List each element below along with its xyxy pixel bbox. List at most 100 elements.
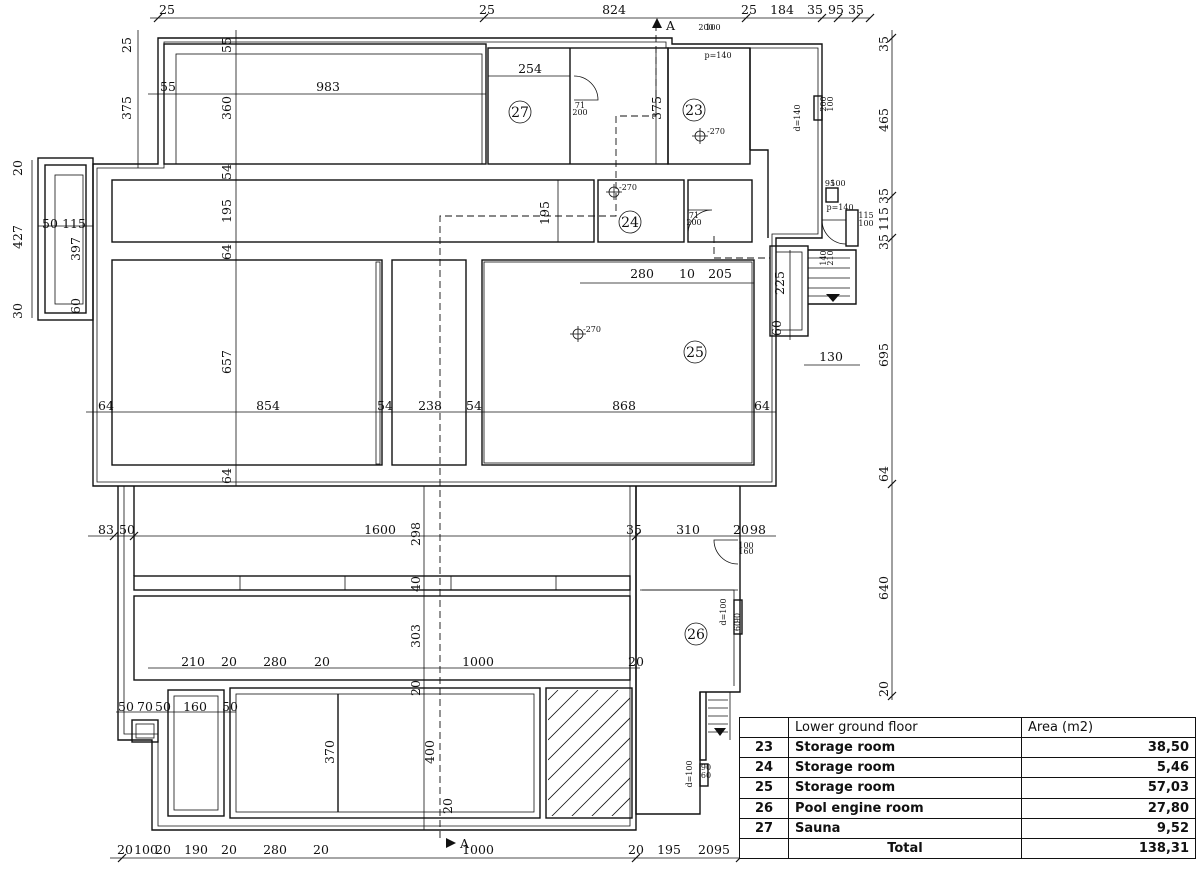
room-number-label: 25	[686, 345, 704, 361]
note-label: 210	[826, 250, 835, 265]
dimension-label: 60	[769, 320, 784, 336]
table-header-row: Lower ground floor Area (m2)	[739, 716, 1196, 739]
total-area: 138,31	[1021, 837, 1196, 860]
dimension-label: 10	[679, 266, 695, 281]
level-labels: -270 -270 -270	[583, 127, 725, 334]
dimension-label: 50	[155, 699, 171, 714]
dimension-label: 370	[322, 740, 337, 764]
dimension-label: 195	[537, 201, 552, 225]
room-number-label: 27	[511, 105, 529, 121]
note-label: d=140	[793, 104, 802, 131]
dimension-label: 100	[134, 842, 158, 857]
table-row: 27 Sauna 9,52	[739, 817, 1196, 839]
section-mark-top: A	[665, 18, 676, 33]
room-area: 5,46	[1021, 757, 1196, 779]
dimension-label: 1600	[364, 522, 396, 537]
dimension-label: 50	[118, 699, 134, 714]
note-label: 200	[698, 23, 713, 32]
dimension-label: 50	[222, 699, 238, 714]
note-label: 90	[701, 763, 711, 772]
dimension-label: 205	[708, 266, 732, 281]
dimension-label: 98	[750, 522, 766, 537]
dimension-label: 60	[68, 298, 83, 314]
dimension-label: 868	[612, 398, 636, 413]
table-header-area: Area (m2)	[1021, 716, 1196, 739]
dimension-label: 280	[263, 842, 287, 857]
note-label: d=100	[719, 598, 728, 625]
dimension-label: 35	[876, 36, 891, 52]
dimension-label: 303	[408, 624, 423, 648]
dimension-label: 20	[155, 842, 171, 857]
note-label: 71	[575, 101, 585, 110]
level-mark-label: -270	[619, 183, 637, 192]
dimension-label: 657	[219, 350, 234, 374]
dimension-label: 130	[819, 349, 843, 364]
dimension-label: 70	[137, 699, 153, 714]
note-label: 95	[825, 179, 835, 188]
dimension-label: 64	[754, 398, 770, 413]
level-mark-label: -270	[707, 127, 725, 136]
dimension-ticks	[109, 13, 897, 863]
table-total-row: Total 138,31	[739, 837, 1196, 860]
dimension-label: 20	[10, 160, 25, 176]
dimension-label: 310	[676, 522, 700, 537]
room-number: 24	[739, 757, 789, 779]
dimension-label: 20	[440, 798, 455, 814]
note-label: 200	[572, 108, 587, 117]
dimension-label: 824	[602, 2, 626, 17]
note-label: 100	[826, 96, 835, 111]
dimension-label: 64	[219, 468, 234, 484]
room-number-label: 23	[685, 103, 703, 119]
dimension-label: 20	[628, 842, 644, 857]
note-label: p=140	[704, 51, 731, 60]
table-header-level: Lower ground floor	[788, 716, 1022, 739]
dimension-label: 20	[698, 842, 714, 857]
note-label: 115	[858, 211, 873, 220]
room-area: 9,52	[1021, 817, 1196, 839]
dimension-lines	[31, 17, 893, 859]
note-label: 60	[733, 621, 742, 631]
dimension-label: 35	[807, 2, 823, 17]
dimension-label: 983	[316, 79, 340, 94]
table-row: 25 Storage room 57,03	[739, 777, 1196, 799]
dimension-label: 160	[183, 699, 207, 714]
dimension-label: 1000	[462, 842, 494, 857]
room-name: Storage room	[788, 757, 1022, 779]
dimension-label: 195	[657, 842, 681, 857]
dimension-label: 400	[422, 740, 437, 764]
dimension-label: 190	[184, 842, 208, 857]
room-area: 57,03	[1021, 777, 1196, 799]
dimension-label: 1000	[462, 654, 494, 669]
dimension-label: 280	[263, 654, 287, 669]
room-area: 27,80	[1021, 797, 1196, 819]
level-mark-label: -270	[583, 325, 601, 334]
room-number: 27	[739, 817, 789, 839]
small-notes: p=140p=140200100712007120095100115100d=1…	[572, 23, 873, 788]
dimension-label: 25	[119, 37, 134, 53]
note-label: 200	[819, 96, 828, 111]
dimension-label: 397	[68, 237, 83, 261]
dimension-label: 375	[119, 96, 134, 120]
dimension-label: 30	[10, 303, 25, 319]
dimension-label: 20	[733, 522, 749, 537]
dimension-label: 35	[876, 188, 891, 204]
dimension-label: 20	[408, 680, 423, 696]
dimension-label: 280	[630, 266, 654, 281]
dimension-label: 20	[221, 654, 237, 669]
note-label: 140	[819, 250, 828, 265]
note-label: 100	[858, 219, 873, 228]
dimension-label: 465	[876, 108, 891, 132]
note-label: 100	[738, 541, 753, 550]
hatched-area	[548, 690, 630, 816]
dimension-label: 20	[221, 842, 237, 857]
dimension-label: 360	[219, 96, 234, 120]
room-number-label: 26	[687, 627, 705, 643]
walls	[37, 37, 859, 831]
dimension-label: 195	[219, 199, 234, 223]
note-label: 200	[686, 218, 701, 227]
room-number: 25	[739, 777, 789, 799]
dimension-label: 25	[741, 2, 757, 17]
table-row: 23 Storage room 38,50	[739, 737, 1196, 759]
dimension-label: 225	[772, 271, 787, 295]
